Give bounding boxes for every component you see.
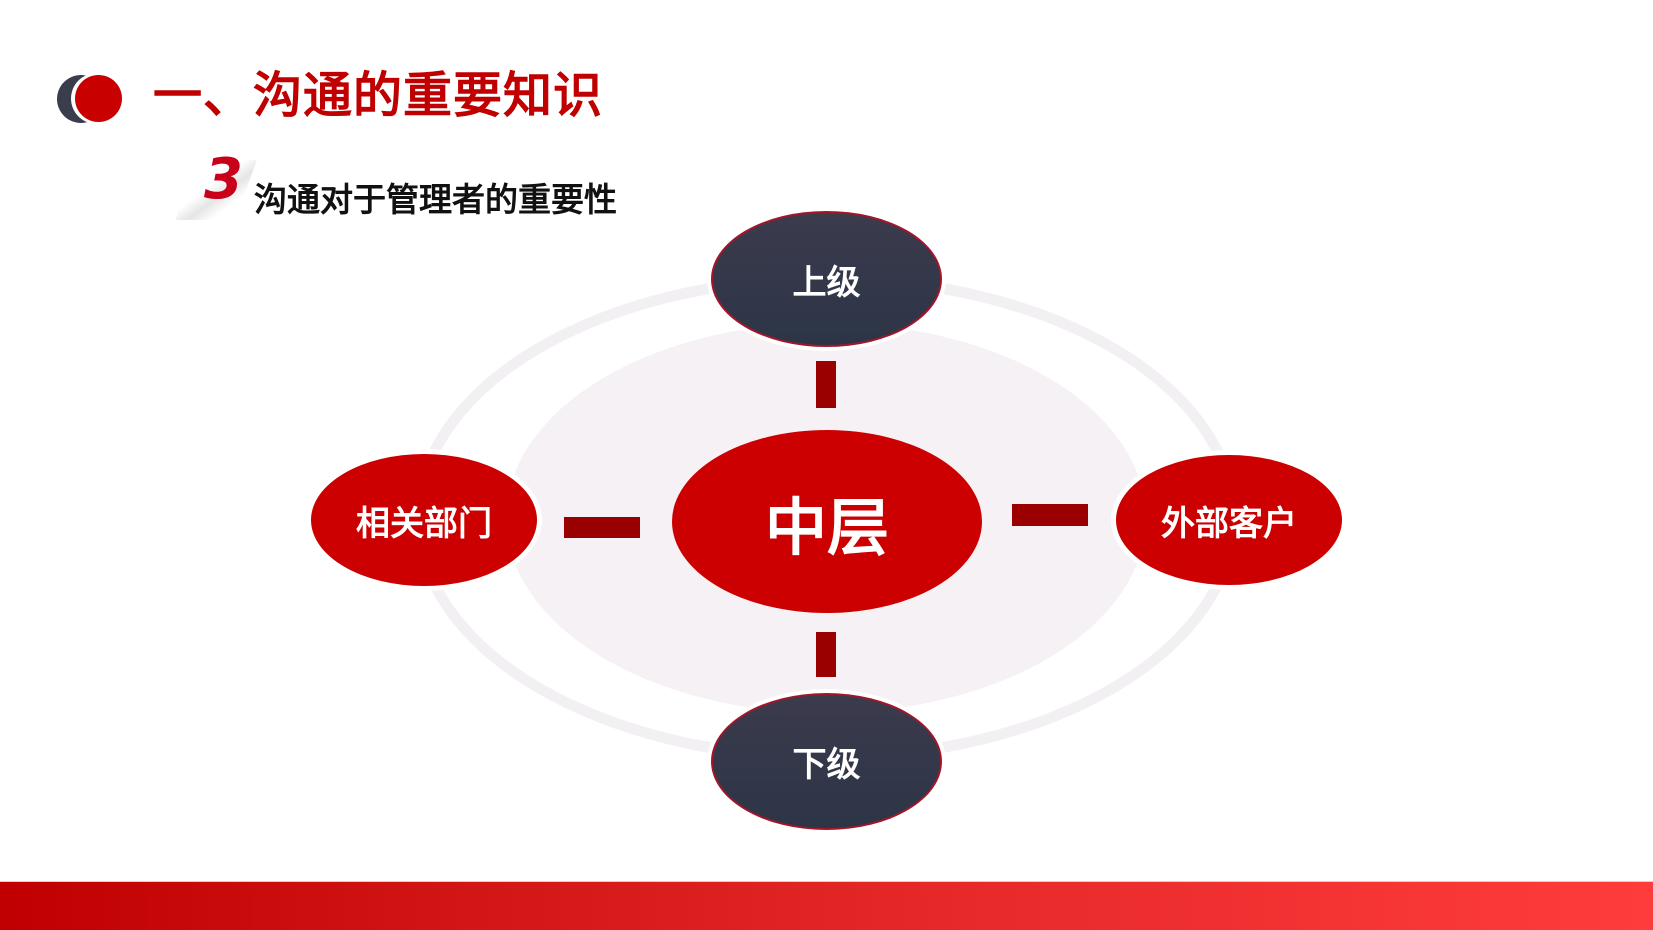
connector-left — [564, 517, 640, 538]
section-subtitle: 沟通对于管理者的重要性 — [254, 180, 617, 219]
connector-bottom — [816, 632, 836, 677]
node-middle-management: 中层 — [672, 430, 982, 613]
node-external-clients: 外部客户 — [1116, 455, 1342, 585]
page-title: 一、沟通的重要知识 — [153, 67, 604, 124]
node-related-departments-label: 相关部门 — [356, 503, 492, 544]
node-superior-label: 上级 — [792, 262, 861, 303]
node-middle-management-label: 中层 — [764, 490, 889, 564]
section-number: 3 — [204, 147, 243, 212]
node-related-departments: 相关部门 — [311, 454, 537, 586]
connector-right — [1012, 504, 1088, 526]
node-subordinate-label: 下级 — [792, 745, 861, 785]
node-external-clients-label: 外部客户 — [1161, 503, 1297, 544]
footer-gradient-bar — [0, 881, 1653, 930]
node-subordinate: 下级 — [711, 693, 942, 830]
node-superior: 上级 — [711, 211, 942, 347]
logo-red-circle-icon — [75, 75, 122, 122]
connector-top — [816, 361, 836, 408]
